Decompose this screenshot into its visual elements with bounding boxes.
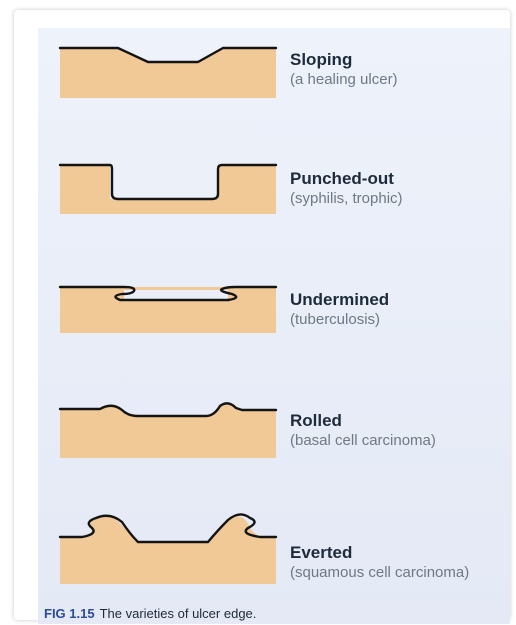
figure-caption: FIG 1.15 The varieties of ulcer edge. — [44, 606, 256, 621]
rolled-edge-diagram — [60, 403, 276, 458]
punched-out-tissue — [60, 165, 276, 214]
rolled-tissue — [60, 403, 276, 458]
everted-edge-diagram — [60, 514, 276, 584]
everted-label: Everted (squamous cell carcinoma) — [290, 543, 469, 583]
everted-description: (squamous cell carcinoma) — [290, 563, 469, 583]
sloping-name: Sloping — [290, 50, 398, 70]
undermined-label: Undermined (tuberculosis) — [290, 290, 389, 330]
undermined-description: (tuberculosis) — [290, 310, 389, 330]
figure-number: FIG 1.15 — [44, 606, 95, 621]
rolled-description: (basal cell carcinoma) — [290, 431, 436, 451]
everted-tissue — [60, 515, 276, 584]
ulcer-edge-illustrations — [38, 28, 510, 624]
punched-out-name: Punched-out — [290, 169, 403, 189]
sloping-label: Sloping (a healing ulcer) — [290, 50, 398, 90]
sloping-description: (a healing ulcer) — [290, 70, 398, 90]
punched-out-label: Punched-out (syphilis, trophic) — [290, 169, 403, 209]
figure-page: Sloping (a healing ulcer) Punched-out (s… — [38, 28, 510, 624]
sloping-edge-diagram — [60, 48, 276, 98]
undermined-name: Undermined — [290, 290, 389, 310]
undermined-edge-diagram — [60, 287, 276, 333]
rolled-label: Rolled (basal cell carcinoma) — [290, 411, 436, 451]
undermined-cavity — [124, 290, 228, 299]
punched-out-description: (syphilis, trophic) — [290, 189, 403, 209]
punched-out-edge-diagram — [60, 165, 276, 214]
figure-frame: Sloping (a healing ulcer) Punched-out (s… — [14, 10, 510, 620]
figure-caption-text: The varieties of ulcer edge. — [100, 606, 257, 621]
sloping-tissue — [60, 48, 276, 98]
everted-name: Everted — [290, 543, 469, 563]
rolled-name: Rolled — [290, 411, 436, 431]
